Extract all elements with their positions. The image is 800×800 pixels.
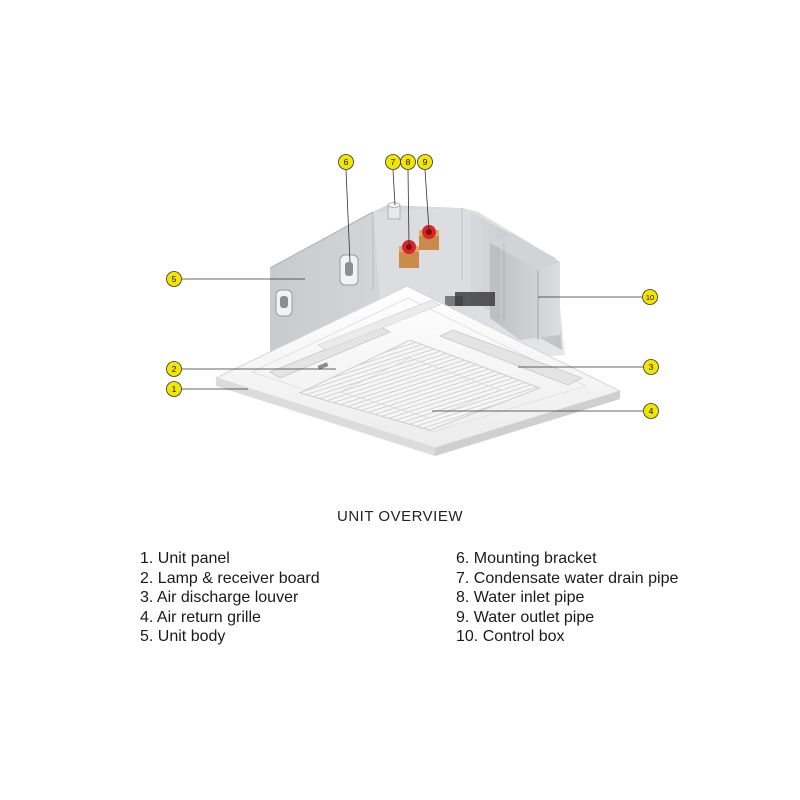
legend-item: 6. Mounting bracket [456,550,597,567]
callout-7: 7 [385,154,401,170]
legend-item: 3. Air discharge louver [140,589,299,606]
callout-number: 6 [344,157,349,167]
legend-left-column: 1. Unit panel 2. Lamp & receiver board 3… [140,549,320,647]
callout-number: 5 [172,274,177,284]
callout-number: 8 [406,157,411,167]
legend-right-column: 6. Mounting bracket 7. Condensate water … [456,549,678,647]
water-inlet-pipe [399,240,419,268]
mounting-bracket [275,254,359,317]
condensate-drain-pipe [387,202,401,220]
callout-number: 10 [646,293,654,302]
callout-2: 2 [166,361,182,377]
air-return-grille [298,339,542,431]
legend-item: 5. Unit body [140,628,226,645]
water-outlet-pipe [419,225,439,250]
control-box [490,233,560,340]
legend-item: 1. Unit panel [140,550,230,567]
callout-number: 4 [649,406,654,416]
callout-number: 7 [391,157,396,167]
legend-item: 7. Condensate water drain pipe [456,569,679,587]
legend-item: 8. Water inlet pipe [456,589,585,606]
callout-number: 3 [649,362,654,372]
fan-hardware [445,292,495,306]
legend-item: 2. Lamp & receiver board [140,569,320,587]
callout-4: 4 [643,403,659,419]
leader-lines [182,169,643,412]
legend-item: 4. Air return grille [140,608,261,626]
callout-number: 2 [172,364,177,374]
callout-9: 9 [417,154,433,170]
cassette-unit-diagram: 1 2 3 4 5 6 7 8 9 10 [166,154,659,456]
callout-6: 6 [338,154,354,170]
air-discharge-louver [317,299,584,386]
legend-item: 9. Water outlet pipe [456,608,595,626]
callout-8: 8 [400,154,416,170]
overview-title: UNIT OVERVIEW [337,508,463,525]
callout-1: 1 [166,381,182,397]
callout-10: 10 [642,289,658,305]
callout-number: 9 [423,157,428,167]
callout-number: 1 [172,384,177,394]
legend-item: 10. Control box [456,628,565,645]
callout-5: 5 [166,271,182,287]
callout-3: 3 [643,359,659,375]
